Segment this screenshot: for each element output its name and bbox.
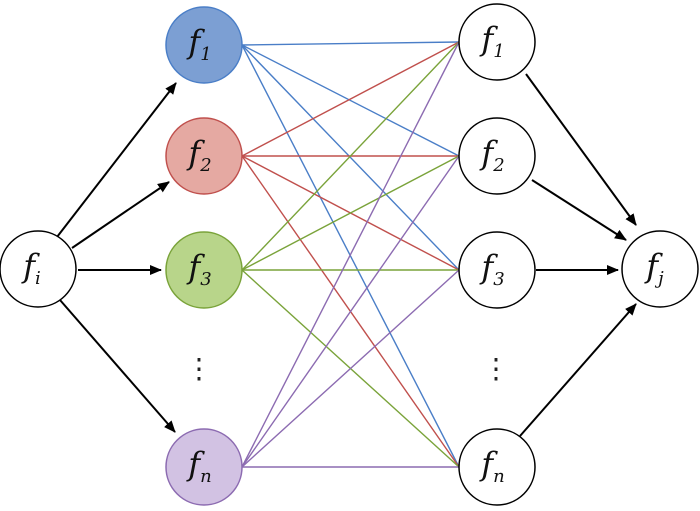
node-f1-right: f1 [458,3,536,81]
node-f1-left: f1 [165,6,243,84]
edge-f2-left-to-f1-right [241,41,460,157]
edge-fn-left-to-f2-right [241,155,460,468]
node-f3-right-sub: 3 [493,269,504,290]
edge-f1-left-to-f3-right [241,44,460,271]
edge-fn-left-to-f3-right [241,269,460,468]
node-source-circle [0,230,77,308]
node-f1-right-circle [458,3,536,81]
node-f3-left-circle [165,231,243,309]
node-fn-left-circle [165,428,243,506]
node-f2-right: f2 [458,117,536,195]
node-f2-right-sub: 2 [492,155,504,176]
node-target: fj [621,230,699,308]
node-source-sub: i [35,268,41,289]
arrow-connections [56,73,637,437]
cross-connections [241,41,460,468]
edge-f3-left-to-f1-right [241,41,460,271]
arrow-f1-to-target [525,73,637,226]
node-f3-left: f3 [165,231,243,309]
arrow-fn-to-target [519,303,637,437]
node-f1-left-circle [165,6,243,84]
arrow-f2-to-target [531,179,627,241]
arrow-source-to-f2 [71,181,170,249]
node-f2-left: f2 [165,117,243,195]
node-f1-left-sub: 1 [200,44,211,65]
node-fn-right-circle [458,428,536,506]
edge-f1-left-to-f1-right [241,41,460,46]
node-f3-right-circle [458,231,536,309]
node-f2-left-sub: 2 [199,155,211,176]
node-fn-left-sub: n [200,466,212,487]
arrow-source-to-fn [59,299,176,433]
node-fn-right: fn [458,428,536,506]
node-target-circle [621,230,699,308]
arrow-source-to-f1 [56,82,177,238]
edge-fn-left-to-f1-right [241,41,460,468]
node-f2-right-circle [458,117,536,195]
node-f3-left-sub: 3 [200,269,211,290]
node-f3-right: f3 [458,231,536,309]
node-source: fi [0,230,77,308]
ellipsis-left: ⋮ [185,352,213,385]
node-fn-right-sub: n [493,466,505,487]
node-fn-left: fn [165,428,243,506]
node-target-sub: j [654,268,664,289]
node-f1-right-sub: 1 [493,41,504,62]
edge-f3-left-to-f2-right [241,155,460,271]
ellipsis-right: ⋮ [482,352,510,385]
edge-f1-left-to-f2-right [241,44,460,157]
node-f2-left-circle [165,117,243,195]
